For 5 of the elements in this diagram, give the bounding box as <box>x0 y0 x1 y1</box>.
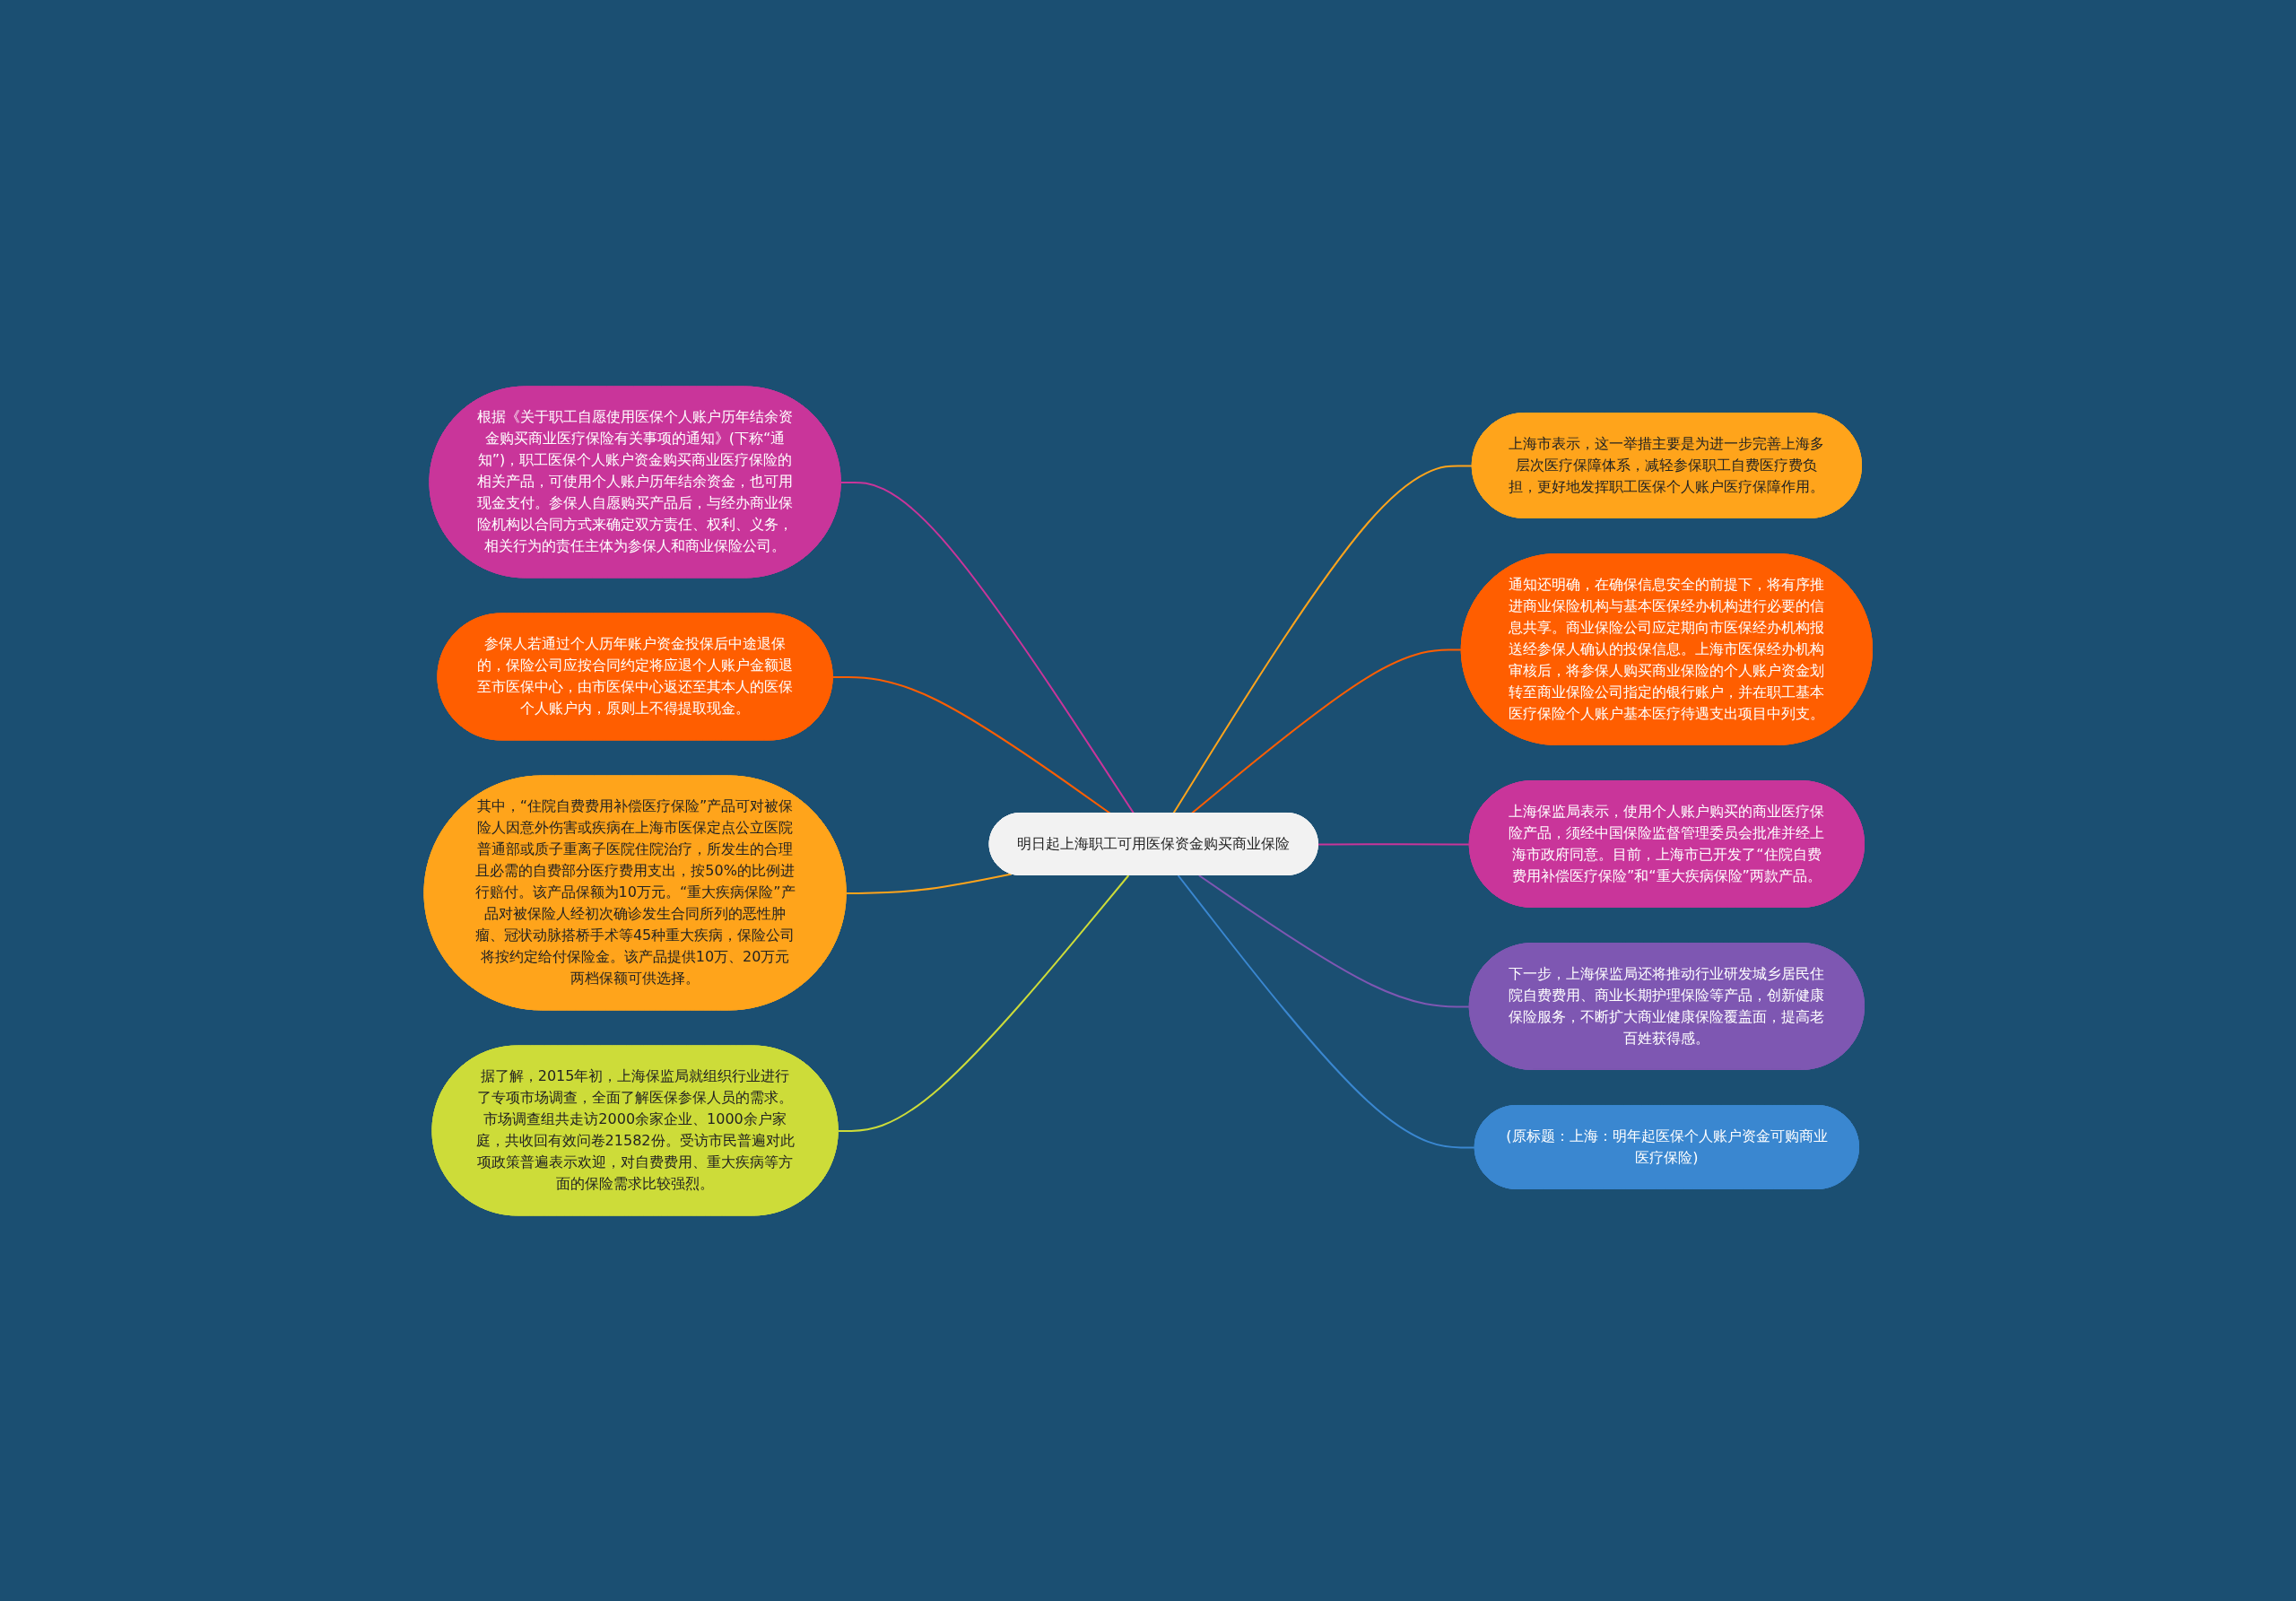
connector <box>1177 874 1476 1148</box>
connector <box>837 874 1130 1132</box>
connector <box>1317 842 1471 845</box>
connector <box>1197 874 1471 1007</box>
connector <box>845 872 1013 894</box>
